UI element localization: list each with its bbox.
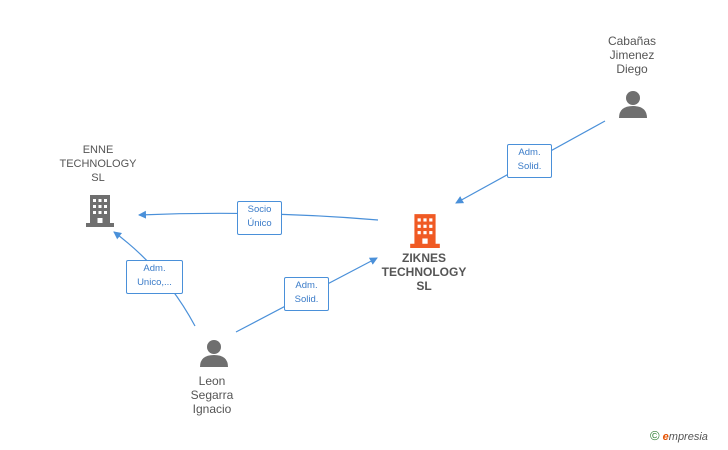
ziknes-label-line2: TECHNOLOGY [381, 265, 467, 279]
socio-line1: Socio [247, 204, 272, 215]
adm-leon-enne-line1: Adm. [143, 263, 166, 274]
person-icon-leon[interactable] [199, 338, 229, 368]
adm-leon-zikn-line2: Solid. [294, 294, 319, 305]
node-label-leon: Leon Segarra Ignacio [162, 374, 262, 416]
enne-label-line1: ENNE [82, 144, 114, 156]
adm-cab-line2: Solid. [517, 161, 542, 172]
ziknes-label-line1: ZIKNES [401, 251, 446, 265]
company-building-icon-enne[interactable] [86, 193, 114, 227]
copyright-symbol: © [650, 428, 660, 443]
leon-label-line1: Leon [198, 374, 226, 388]
leon-label-line3: Ignacio [192, 402, 232, 416]
company-building-icon-ziknes[interactable] [410, 212, 440, 248]
cabanas-label-line1: Cabañas [607, 34, 657, 48]
node-label-enne: ENNE TECHNOLOGY SL [48, 143, 148, 185]
edge-label-adm-solid-cabanas[interactable]: Adm. Solid. [507, 144, 552, 178]
adm-cab-line1: Adm. [518, 147, 541, 158]
socio-line2: Único [247, 218, 272, 229]
empresia-logo-initial: e [662, 431, 669, 443]
empresia-logo-rest: mpresia [668, 431, 708, 443]
enne-label-line2: TECHNOLOGY [59, 158, 137, 170]
node-label-cabanas: Cabañas Jimenez Diego [582, 34, 682, 76]
edge-label-socio-unico[interactable]: Socio Único [237, 201, 282, 235]
enne-label-line3: SL [91, 172, 105, 184]
ziknes-label-line3: SL [416, 279, 432, 293]
cabanas-label-line2: Jimenez [609, 48, 655, 62]
adm-leon-zikn-line1: Adm. [295, 280, 318, 291]
node-label-ziknes: ZIKNES TECHNOLOGY SL [374, 251, 474, 293]
leon-label-line2: Segarra [190, 388, 234, 402]
person-icon-cabanas[interactable] [618, 89, 648, 119]
adm-leon-enne-line2: Unico,... [137, 277, 172, 288]
cabanas-label-line3: Diego [616, 62, 648, 76]
edge-label-adm-solid-leon[interactable]: Adm. Solid. [284, 277, 329, 311]
empresia-watermark: © empresia [650, 428, 708, 443]
edge-label-adm-unico-leon[interactable]: Adm. Unico,... [126, 260, 183, 294]
empresia-logo: empresia [663, 431, 708, 443]
